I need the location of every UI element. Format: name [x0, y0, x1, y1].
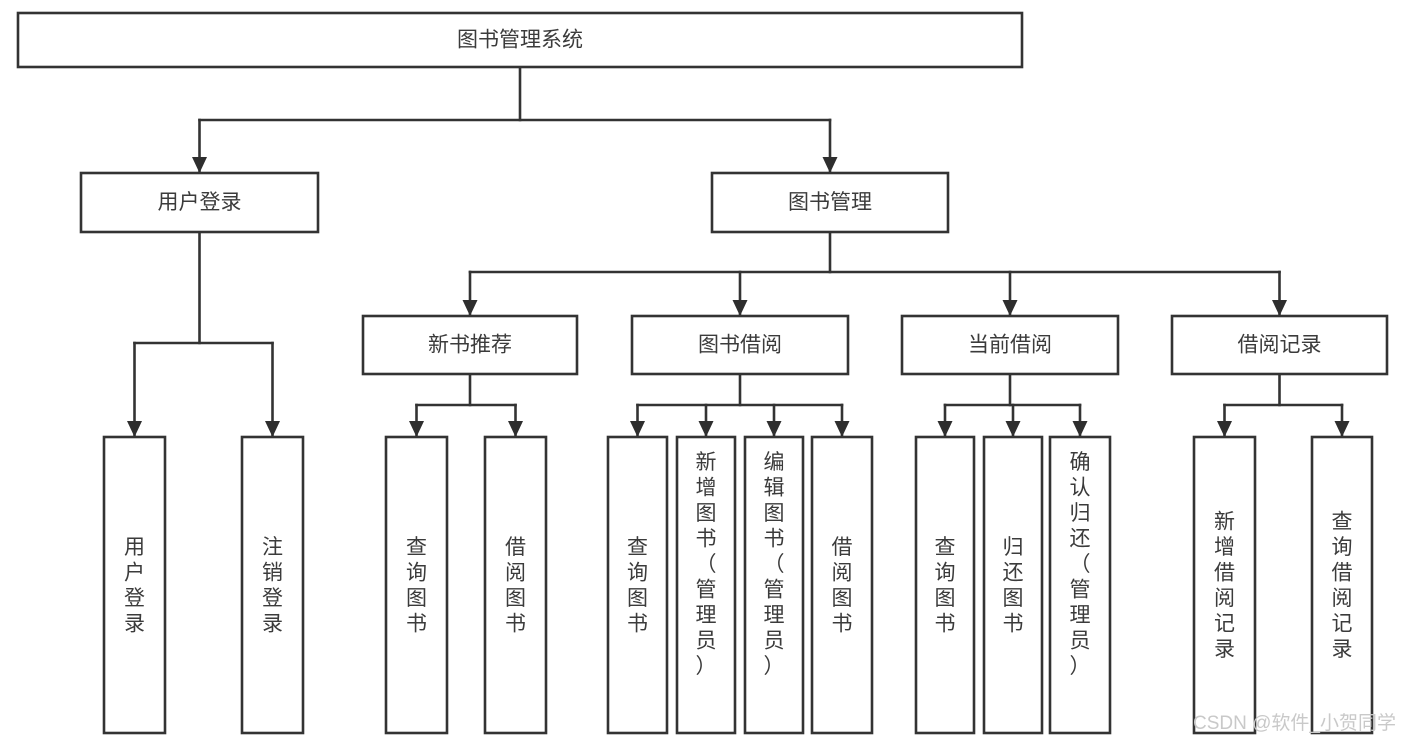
node-label: 图书管理系统 — [457, 29, 583, 52]
arrow-head-icon — [1334, 421, 1350, 437]
arrow-head-icon — [1217, 421, 1232, 437]
node-label: 注销登录 — [262, 536, 283, 636]
node-box — [1048, 435, 1112, 735]
node-box — [1310, 435, 1374, 735]
node-leaf-user-login[interactable]: 用户登录 — [102, 435, 167, 735]
node-box — [914, 435, 976, 735]
node-box — [900, 314, 1120, 376]
node-box — [384, 435, 449, 735]
arrow-head-icon — [732, 300, 748, 316]
arrow-head-icon — [1005, 421, 1021, 437]
node-label: 用户登录 — [124, 536, 145, 636]
connector-layer — [127, 65, 1350, 438]
arrow-head-icon — [822, 157, 838, 173]
node-label: 借阅记录 — [1238, 334, 1322, 357]
node-leaf-add-borrow-record[interactable]: 新增借阅记录 — [1192, 435, 1257, 735]
node-leaf-borrow-book-recommend[interactable]: 借阅图书 — [483, 435, 548, 735]
node-leaf-logout[interactable]: 注销登录 — [240, 435, 305, 735]
arrow-head-icon — [409, 421, 424, 437]
arrow-head-icon — [766, 421, 782, 437]
node-label: 查询图书 — [935, 536, 956, 636]
node-leaf-add-book-admin[interactable]: 新增图书（管理员） — [675, 435, 737, 735]
node-leaf-return-book[interactable]: 归还图书 — [982, 435, 1044, 735]
node-label: 当前借阅 — [968, 334, 1052, 357]
node-box — [675, 435, 737, 735]
node-box — [606, 435, 669, 735]
node-label: 图书借阅 — [698, 334, 782, 357]
node-user-login[interactable]: 用户登录 — [79, 171, 320, 234]
node-box — [1170, 314, 1389, 376]
node-borrow-records[interactable]: 借阅记录 — [1170, 314, 1389, 376]
node-label: 查询图书 — [406, 536, 427, 636]
node-label: 新增图书（管理员） — [696, 451, 717, 678]
arrow-head-icon — [1272, 300, 1287, 316]
arrow-head-icon — [508, 421, 523, 437]
arrow-head-icon — [834, 421, 850, 437]
node-label: 查询图书 — [627, 536, 648, 636]
node-box — [483, 435, 548, 735]
arrow-head-icon — [1002, 300, 1018, 316]
node-label: 查询借阅记录 — [1332, 510, 1353, 661]
node-box — [810, 435, 874, 735]
node-label: 借阅图书 — [832, 536, 853, 636]
arrow-head-icon — [937, 421, 953, 437]
node-leaf-edit-book-admin[interactable]: 编辑图书（管理员） — [743, 435, 805, 735]
node-label: 借阅图书 — [505, 536, 526, 636]
node-box — [102, 435, 167, 735]
arrow-head-icon — [698, 421, 714, 437]
node-box — [710, 171, 950, 234]
node-leaf-confirm-return-admin[interactable]: 确认归还（管理员） — [1048, 435, 1112, 735]
node-current-borrow[interactable]: 当前借阅 — [900, 314, 1120, 376]
arrow-head-icon — [192, 157, 207, 173]
arrow-head-icon — [462, 300, 478, 316]
node-root[interactable]: 图书管理系统 — [16, 11, 1024, 69]
node-label: 确认归还（管理员） — [1070, 451, 1091, 678]
node-label: 归还图书 — [1003, 536, 1024, 636]
node-box — [361, 314, 579, 376]
node-box — [743, 435, 805, 735]
node-box — [79, 171, 320, 234]
node-layer: 图书管理系统用户登录图书管理新书推荐图书借阅当前借阅借阅记录用户登录注销登录查询… — [16, 11, 1389, 735]
node-leaf-query-book-borrow[interactable]: 查询图书 — [606, 435, 669, 735]
arrow-head-icon — [265, 421, 280, 437]
node-box — [982, 435, 1044, 735]
node-box — [240, 435, 305, 735]
arrow-head-icon — [630, 421, 645, 437]
node-label: 图书管理 — [788, 191, 872, 214]
node-label: 新增借阅记录 — [1214, 510, 1235, 661]
arrow-head-icon — [1072, 421, 1088, 437]
node-leaf-borrow-book[interactable]: 借阅图书 — [810, 435, 874, 735]
node-book-management[interactable]: 图书管理 — [710, 171, 950, 234]
node-leaf-query-borrow-record[interactable]: 查询借阅记录 — [1310, 435, 1374, 735]
node-box — [16, 11, 1024, 69]
node-new-book-recommend[interactable]: 新书推荐 — [361, 314, 579, 376]
arrow-head-icon — [127, 421, 142, 437]
node-leaf-query-book-recommend[interactable]: 查询图书 — [384, 435, 449, 735]
node-label: 编辑图书（管理员） — [764, 451, 785, 678]
node-label: 用户登录 — [158, 191, 242, 214]
csdn-watermark: CSDN @软件_小贺同学 — [1193, 712, 1396, 734]
node-box — [630, 314, 850, 376]
node-leaf-query-book-current[interactable]: 查询图书 — [914, 435, 976, 735]
node-label: 新书推荐 — [428, 334, 512, 357]
node-book-borrow[interactable]: 图书借阅 — [630, 314, 850, 376]
node-box — [1192, 435, 1257, 735]
